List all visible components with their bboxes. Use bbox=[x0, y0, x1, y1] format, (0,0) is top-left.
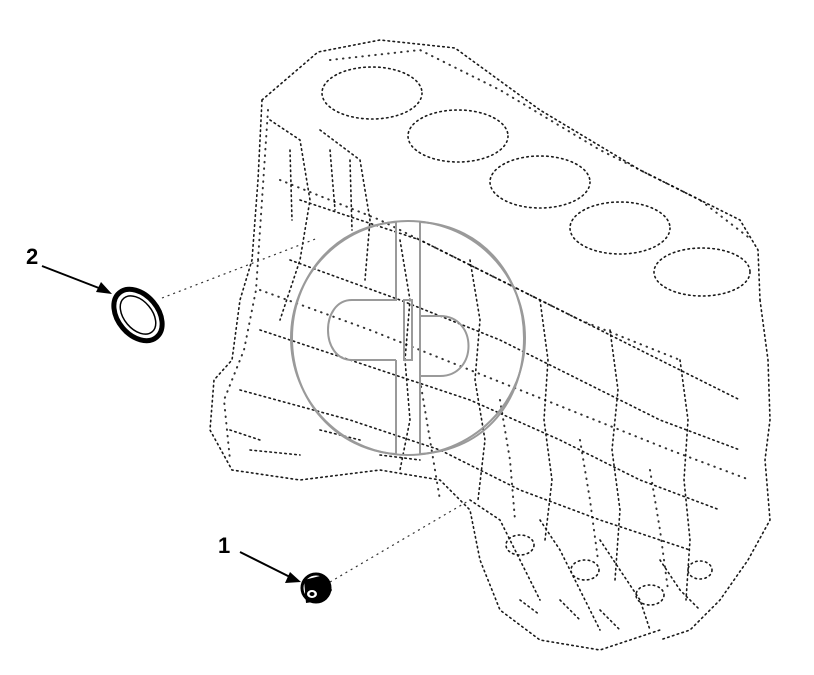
engine-block-left-side bbox=[209, 99, 661, 651]
callout-2-leader bbox=[41, 265, 112, 294]
cylinder-bore-5 bbox=[653, 247, 751, 297]
engine-block-deck bbox=[261, 39, 761, 301]
cylinder-bore-1 bbox=[321, 66, 423, 120]
watermark-logo bbox=[290, 220, 526, 456]
cylinder-bore-4 bbox=[569, 201, 671, 255]
callout-label-2: 2 bbox=[26, 244, 39, 269]
callout-2-centerline bbox=[161, 237, 319, 299]
cylinder-bore-3 bbox=[489, 155, 591, 209]
callout-1-leader bbox=[239, 551, 301, 583]
engine-block-stipple bbox=[222, 48, 753, 591]
engine-block-right-side bbox=[659, 299, 771, 641]
plug bbox=[300, 572, 332, 604]
callout-label-1: 1 bbox=[218, 533, 231, 558]
cylinder-bore-2 bbox=[407, 109, 509, 163]
callout-1-centerline bbox=[329, 499, 471, 583]
engine-block bbox=[209, 39, 771, 651]
sealing-ring bbox=[111, 286, 165, 344]
